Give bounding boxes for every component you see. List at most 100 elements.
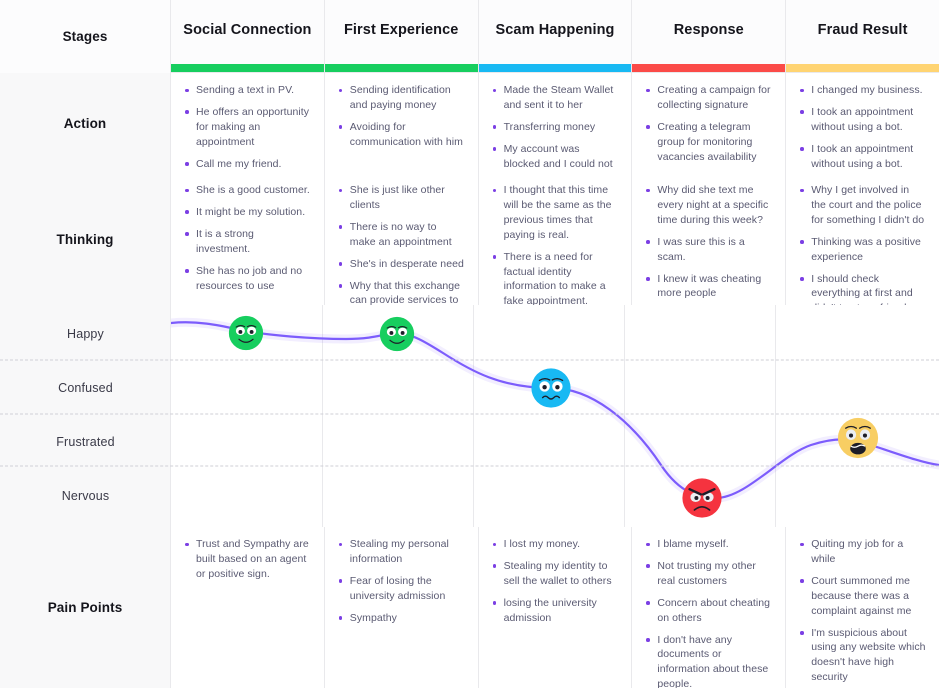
- thinking-list-0: She is a good customer.It might be my so…: [171, 173, 324, 301]
- thinking-cell-4: Why I get involved in the court and the …: [786, 173, 939, 314]
- pain-cell-2: I lost my money.Stealing my identity to …: [478, 527, 633, 688]
- bullet-item: Trust and Sympathy are built based on an…: [185, 537, 311, 582]
- bullet-item: There is no way to make an appointment: [338, 220, 465, 250]
- thinking-list-4: Why I get involved in the court and the …: [786, 173, 939, 324]
- bullet-item: She is a good customer.: [185, 183, 311, 198]
- emotion-label-nervous: Nervous: [61, 489, 110, 503]
- action-cell-0: Sending a text in PV. He offers an opport…: [171, 73, 325, 173]
- bullet-item: I'm suspicious about using any website w…: [800, 626, 926, 686]
- thinking-row: Thinking She is a good customer.It might…: [0, 173, 939, 329]
- bullet-item: She is just like other clients: [338, 183, 465, 213]
- stages-header-row: Stages Social Connection First Experienc…: [0, 0, 939, 73]
- emotion-gridline-2: [0, 465, 939, 467]
- plot-column-divider-0: [322, 305, 323, 527]
- plot-column-divider-1: [473, 305, 474, 527]
- bullet-item: I changed my business.: [800, 83, 926, 98]
- bullet-item: Stealing my personal information: [338, 537, 465, 567]
- bullet-item: Sending a text in PV.: [185, 83, 311, 98]
- bullet-item: I took an appointment without using a bo…: [800, 105, 926, 135]
- plot-column-divider-3: [775, 305, 776, 527]
- row-label-action: Action: [0, 73, 171, 173]
- pain-cell-0: Trust and Sympathy are built based on an…: [171, 527, 325, 688]
- bullet-item: Thinking was a positive experience: [800, 235, 926, 265]
- stage-color-bar-1: [324, 64, 478, 72]
- row-label-thinking-text: Thinking: [56, 231, 114, 247]
- bullet-item: Creating a telegram group for monitoring…: [646, 120, 772, 165]
- bullet-item: Quiting my job for a while: [800, 537, 926, 567]
- action-row: Action Sending a text in PV. He offers an…: [0, 73, 939, 214]
- bullet-item: Why did she text me every night at a spe…: [646, 183, 772, 228]
- row-label-pain-points: Pain Points: [0, 527, 171, 688]
- thinking-cell-3: Why did she text me every night at a spe…: [632, 173, 787, 305]
- stage-header-4[interactable]: Fraud Result: [786, 0, 939, 72]
- shocked-yellow-face[interactable]: [837, 417, 879, 459]
- stage-color-bar-3: [632, 64, 786, 72]
- action-cell-3: Creating a campaign for collecting signa…: [632, 73, 787, 214]
- bullet-item: He offers an opportunity for making an a…: [185, 105, 311, 150]
- bullet-item: I knew it was cheating more people: [646, 272, 772, 302]
- row-label-pain-points-text: Pain Points: [47, 600, 123, 615]
- bullet-item: Stealing my identity to sell the wallet …: [492, 559, 619, 589]
- bullet-item: Call me my friend.: [185, 157, 311, 172]
- bullet-item: I don't have any documents or informatio…: [646, 633, 772, 688]
- emotion-curve-line: [171, 317, 939, 503]
- action-list-0: Sending a text in PV. He offers an opport…: [171, 73, 324, 180]
- pain-cell-3: I blame myself.Not trusting my other rea…: [632, 527, 787, 688]
- bullet-item: She's in desperate need: [338, 257, 465, 272]
- stage-title-4: Fraud Result: [817, 22, 908, 38]
- happy-green-face[interactable]: [379, 316, 415, 352]
- bullet-item: Sympathy: [338, 611, 465, 626]
- bullet-item: Avoiding for communication with him: [338, 120, 465, 150]
- bullet-item: I was sure this is a scam.: [646, 235, 772, 265]
- bullet-item: Concern about cheating on others: [646, 596, 772, 626]
- stage-title-1: First Experience: [343, 22, 459, 38]
- row-label-stages-text: Stages: [62, 29, 108, 44]
- bullet-item: Transferring money: [492, 120, 619, 135]
- emotion-plot-area: [171, 305, 939, 527]
- angry-red-face[interactable]: [682, 478, 722, 518]
- bullet-item: losing the university admission: [492, 596, 619, 626]
- bullet-item: Creating a campaign for collecting signa…: [646, 83, 772, 113]
- pain-list-3: I blame myself.Not trusting my other rea…: [632, 527, 785, 688]
- thinking-cell-2: I thought that this time will be the sam…: [478, 173, 633, 329]
- stage-title-2: Scam Happening: [495, 22, 615, 38]
- bullet-item: Why I get involved in the court and the …: [800, 183, 926, 228]
- stage-color-bar-2: [478, 64, 632, 72]
- stage-header-3[interactable]: Response: [632, 0, 787, 72]
- bullet-item: There is a need for factual identity inf…: [492, 250, 619, 310]
- stage-header-1[interactable]: First Experience: [324, 0, 479, 72]
- emotion-label-frustrated: Frustrated: [56, 435, 115, 449]
- stage-color-bar-0: [171, 64, 324, 72]
- stage-header-0[interactable]: Social Connection: [171, 0, 325, 72]
- row-label-thinking: Thinking: [0, 173, 171, 305]
- thinking-list-3: Why did she text me every night at a spe…: [632, 173, 785, 309]
- emotion-gridline-0: [0, 359, 939, 361]
- action-cell-4: I changed my business. I took an appointm…: [786, 73, 939, 206]
- stage-header-2[interactable]: Scam Happening: [478, 0, 633, 72]
- row-label-action-text: Action: [63, 115, 107, 131]
- plot-column-divider-2: [624, 305, 625, 527]
- happy-green-face[interactable]: [228, 315, 264, 351]
- bullet-item: It is a strong investment.: [185, 227, 311, 257]
- row-label-stages: Stages: [0, 0, 171, 73]
- emotion-label-confused: Confused: [58, 381, 113, 395]
- pain-list-0: Trust and Sympathy are built based on an…: [171, 527, 324, 590]
- action-cell-2: Made the Steam Wallet and sent it to her…: [478, 73, 633, 185]
- bullet-item: Fear of losing the university admission: [338, 574, 465, 604]
- stage-title-0: Social Connection: [183, 22, 312, 38]
- stage-color-bar-4: [786, 64, 939, 72]
- worried-blue-face[interactable]: [531, 368, 571, 408]
- bullet-item: I thought that this time will be the sam…: [492, 183, 619, 243]
- bullet-item: She has no job and no resources to use: [185, 264, 311, 294]
